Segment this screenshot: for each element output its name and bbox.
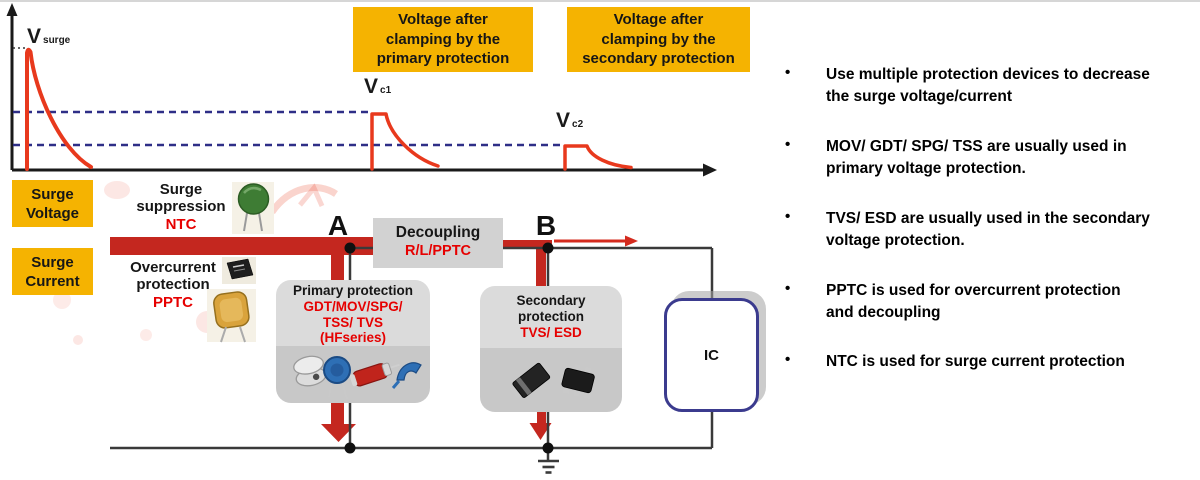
surge-bus-thick — [110, 237, 376, 255]
bullet-glyph: • — [785, 351, 791, 368]
secondary-components-strip — [480, 348, 622, 412]
ground-symbol-icon — [538, 459, 559, 474]
decoupling-block: Decoupling R/L/PPTC — [373, 218, 503, 268]
primary-shunt-arrowhead — [321, 424, 356, 442]
waveform-axes — [6, 3, 717, 177]
vsurge-label: V surge — [27, 25, 71, 48]
bullet-ntc-role: • NTC is used for surge current protecti… — [785, 351, 1197, 373]
callout-secondary-clamping: Voltage after clamping by the secondary … — [567, 7, 750, 72]
secondary-shunt-arrowhead — [529, 423, 552, 440]
bullet-primary-devices: • MOV/ GDT/ SPG/ TSS are usually used in… — [785, 136, 1197, 180]
ntc-device-label: NTC — [165, 216, 197, 233]
node-b-red-stub — [536, 244, 546, 288]
bullet-secondary-devices: • TVS/ ESD are usually used in the secon… — [785, 208, 1197, 252]
clamp-level-dashed-lines — [13, 110, 562, 147]
surge-suppression-annotation: Surge suppression NTC — [128, 181, 234, 233]
bullet-pptc-role: • PPTC is used for overcurrent protectio… — [785, 280, 1197, 324]
surge-voltage-badge: Surge Voltage — [12, 180, 93, 227]
junction-dots — [344, 242, 554, 454]
surge-current-badge: Surge Current — [12, 248, 93, 295]
primary-components-strip — [276, 346, 430, 403]
primary-shunt-arrow-shaft — [331, 402, 344, 425]
ic-block: IC — [664, 298, 759, 412]
pptc-device-label: PPTC — [152, 294, 193, 311]
vc1-label: V c1 — [364, 75, 392, 98]
secondary-shunt-arrow-shaft — [537, 407, 546, 424]
bullet-glyph: • — [785, 280, 791, 297]
callout-primary-clamping: Voltage after clamping by the primary pr… — [353, 7, 533, 72]
node-a-label: A — [327, 210, 349, 241]
bullet-multiple-devices: • Use multiple protection devices to dec… — [785, 64, 1197, 108]
clamped-pulse-vc1 — [370, 112, 440, 171]
vc2-label: V c2 — [556, 109, 584, 132]
bullet-glyph: • — [785, 208, 791, 225]
surge-pulse — [25, 47, 93, 171]
node-b-label: B — [535, 210, 557, 241]
bullet-glyph: • — [785, 64, 791, 81]
surge-pulses — [25, 47, 633, 171]
secondary-protection-block: Secondary protection TVS/ ESD — [480, 286, 622, 412]
bullet-glyph: • — [785, 136, 791, 153]
overcurrent-protection-annotation: Overcurrent protection PPTC — [122, 259, 224, 311]
node-a-red-stub — [331, 251, 344, 282]
residual-current-arrow — [554, 235, 638, 247]
clamped-pulse-vc2 — [563, 144, 633, 171]
primary-protection-block: Primary protection GDT/MOV/SPG/ TSS/ TVS… — [276, 280, 430, 403]
